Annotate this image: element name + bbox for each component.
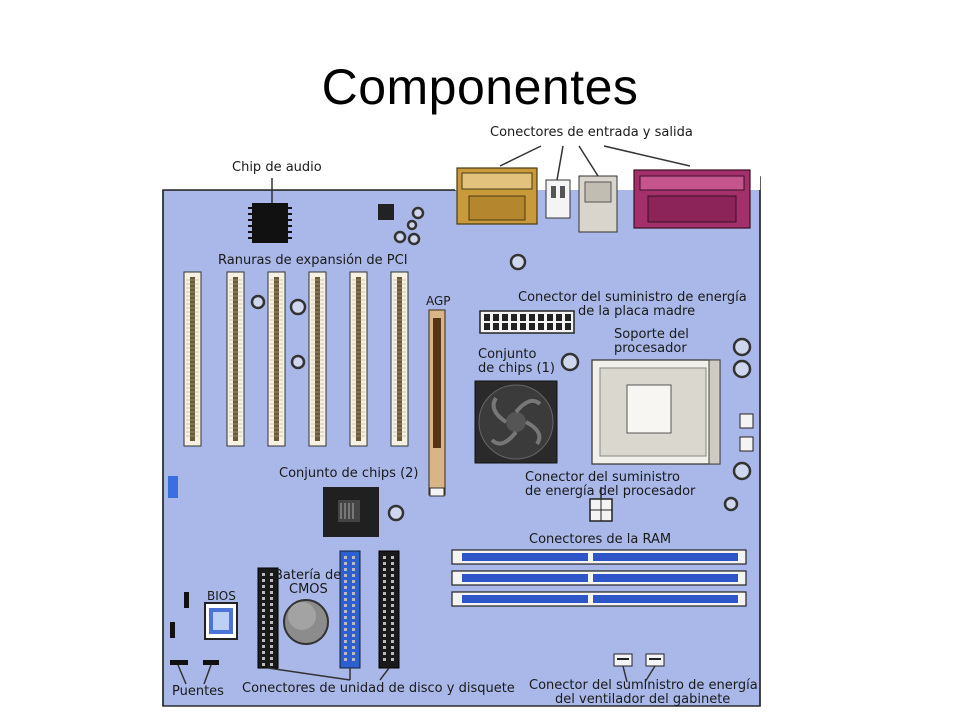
label-cpu-power-1: Conector del suministro (525, 470, 680, 485)
small-chip (378, 204, 394, 220)
fan-connectors (613, 653, 665, 667)
ide-connector-secondary (378, 550, 400, 669)
chipset-2 (323, 487, 379, 537)
label-fan-power-1: Conector del suministro de energía (529, 678, 758, 693)
audio-chip (248, 203, 292, 243)
pci-slot (226, 271, 245, 447)
chipset-fan (474, 380, 558, 464)
ram-slot (451, 591, 747, 607)
label-chipset1-2: de chips (1) (478, 361, 555, 376)
ram-slot (451, 549, 747, 565)
label-pci-slots: Ranuras de expansión de PCI (218, 253, 408, 268)
pci-slot (183, 271, 202, 447)
label-mb-power-1: Conector del suministro de energía (518, 290, 747, 305)
label-cmos-2: CMOS (289, 582, 328, 597)
agp-slot (428, 309, 446, 497)
label-fan-power-2: del ventilador del gabinete (555, 692, 731, 707)
motherboard-power-connector (479, 310, 575, 334)
pci-slot (390, 271, 409, 447)
ide-connector-primary (339, 550, 361, 669)
pci-slots (183, 271, 409, 447)
label-agp: AGP (426, 294, 451, 308)
serial-port (456, 167, 538, 225)
label-chipset1-1: Conjunto (478, 347, 537, 362)
ram-slot (451, 570, 747, 586)
floppy-connector (257, 567, 279, 669)
jumpers (168, 476, 219, 665)
label-audio-chip: Chip de audio (232, 160, 322, 175)
pci-slot (349, 271, 368, 447)
ram-slots (451, 549, 747, 607)
cpu-power-connector (589, 498, 613, 522)
pci-slot (267, 271, 286, 447)
label-cpu-socket-1: Soporte del (614, 327, 689, 342)
usb-port (545, 179, 571, 219)
cmos-battery (283, 599, 329, 645)
page-title: Componentes (321, 59, 639, 115)
pci-slot (308, 271, 327, 447)
label-cpu-socket-2: procesador (614, 341, 687, 356)
small-headers (739, 413, 754, 452)
label-bios: BIOS (207, 589, 236, 603)
parallel-port (633, 169, 751, 229)
label-cmos-1: Batería de (274, 568, 342, 583)
label-chipset2: Conjunto de chips (2) (279, 466, 419, 481)
label-jumpers: Puentes (172, 684, 224, 699)
label-io-connectors: Conectores de entrada y salida (490, 125, 693, 140)
bios-chip (204, 602, 238, 640)
label-cpu-power-2: de energía del procesador (525, 484, 696, 499)
cpu-socket (591, 359, 721, 465)
label-drive-connectors: Conectores de unidad de disco y disquete (242, 681, 515, 696)
label-ram: Conectores de la RAM (529, 532, 672, 547)
ethernet-port (578, 175, 618, 233)
label-mb-power-2: de la placa madre (578, 304, 696, 319)
